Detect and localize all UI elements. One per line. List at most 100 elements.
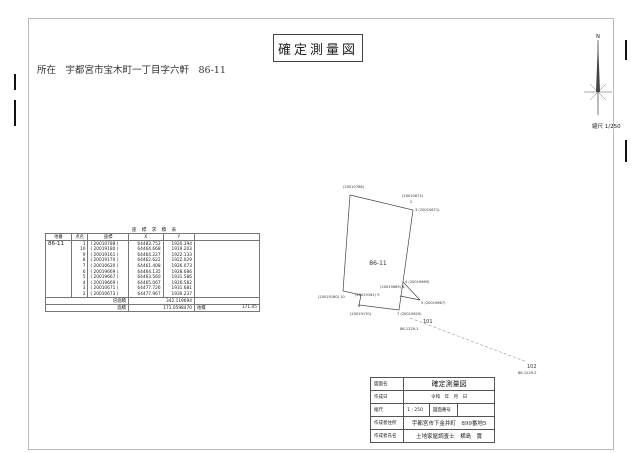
cell-y: 1920.394 (162, 240, 196, 247)
cell-id: ( 20019667 ) (87, 274, 129, 281)
header-coordinate: 座標 (87, 233, 129, 241)
title-block-row: 作成日令和 年 月 日 (369, 390, 495, 404)
cell-blank (194, 280, 260, 287)
title-block-row: 図面名確定測量図 (369, 377, 495, 391)
tb-blank (457, 403, 495, 417)
cell-id: ( 20010673 ) (87, 291, 129, 298)
cell-y: 1919.203 (162, 247, 196, 253)
cell-y: 1928.686 (162, 269, 196, 275)
area-value: 171.0598470 (127, 304, 196, 313)
cell-y: 1931.586 (162, 274, 196, 281)
table-header-row: 地番 点名 座標 X Y (45, 233, 260, 241)
point-label: (20010788) (343, 185, 365, 189)
land-area-cell: 地積 171.05 (194, 304, 260, 313)
boundary-line (402, 281, 421, 301)
reference-line (409, 317, 528, 363)
cell-blank (194, 258, 260, 264)
parcel-boundary (342, 194, 414, 311)
cell-parcel (45, 269, 72, 275)
cell-parcel (45, 263, 72, 270)
cell-id: ( 20019669 ) (87, 280, 129, 287)
cell-id: ( 20010671 ) (87, 286, 129, 292)
tb-value: 1 : 250 (403, 403, 430, 417)
title-block-row: 作成者住所宇都宮市下金井町 899番地5 (369, 416, 495, 430)
point-label: 2 (410, 200, 412, 204)
header-parcel: 地番 (45, 233, 72, 241)
point-label: (20019180) 10 (318, 295, 346, 299)
cell-blank (194, 263, 260, 270)
binding-mark (14, 100, 16, 126)
point-label: 102 (527, 364, 537, 370)
point-label: (20019161) 9 (355, 293, 380, 297)
cell-blank (194, 240, 260, 247)
cell-parcel (45, 247, 72, 253)
cell-y: 1926.073 (162, 263, 196, 270)
point-label: 86-1229-2 (518, 371, 537, 375)
cell-id: ( 20019170 ) (87, 258, 129, 264)
point-label: 3 (20010671) (415, 208, 440, 212)
tb-label: 図面名 (369, 377, 405, 391)
land-area-label: 地積 (197, 306, 206, 312)
point-label: (20010673) (402, 194, 424, 198)
boundary-line (399, 295, 421, 301)
binding-mark (625, 40, 627, 60)
binding-mark (14, 74, 16, 90)
tb-label: 作成者氏名 (369, 429, 405, 443)
point-label: (20019669) 6 (380, 285, 405, 289)
cell-y: 1922.133 (162, 252, 196, 259)
cell-y: 1931.681 (162, 286, 196, 292)
cell-y: 1922.029 (162, 258, 196, 264)
cell-blank (194, 269, 260, 275)
cell-y: 1930.237 (162, 291, 196, 298)
title-block-row: 作成者氏名土地家屋調査士 横島 實 (369, 429, 495, 443)
north-arrow-icon: N (584, 34, 612, 115)
cell-y: 1926.582 (162, 280, 196, 287)
cell-parcel (45, 291, 72, 298)
cell-parcel (45, 274, 72, 281)
cell-id: ( 20010620 ) (87, 263, 129, 270)
binding-mark (625, 140, 627, 162)
cell-blank (194, 252, 260, 259)
cell-parcel (45, 258, 72, 264)
location-text: 所在 宇都宮市宝木町一丁目字六軒 86-11 (37, 65, 226, 76)
north-label: N (596, 34, 600, 40)
cell-blank (194, 247, 260, 253)
point-label: 86-1229-1 (400, 327, 419, 331)
cell-id: ( 20019161 ) (87, 252, 129, 259)
cell-blank (194, 291, 260, 298)
tb-value: 宇都宮市下金井町 899番地5 (403, 416, 495, 430)
cell-id: ( 20019669 ) (87, 269, 129, 275)
cell-blank (194, 286, 260, 292)
tb-value: 令和 年 月 日 (403, 390, 495, 404)
point-label: (20019170) (350, 312, 372, 316)
cell-parcel (45, 286, 72, 292)
land-area-value: 171.05 (241, 305, 257, 311)
drawing-frame (28, 18, 614, 450)
point-label: 8 (358, 304, 361, 308)
header-y: Y (162, 233, 196, 241)
cell-id: ( 20019180 ) (87, 247, 129, 253)
tb-label: 図面番号 (428, 403, 459, 417)
scale-label: 縮尺 1/250 (592, 124, 621, 130)
point-label: 7 (20010620) (397, 312, 422, 316)
point-label: 4 (20019669) (405, 280, 430, 284)
parcel-label: 86-11 (369, 260, 387, 267)
point-label: 5 (20019667) (421, 301, 446, 305)
table-caption: 座 標 求 積 表 (131, 228, 179, 233)
document-title: 確定測量図 (273, 34, 363, 62)
tb-value: 確定測量図 (403, 377, 495, 391)
cell-parcel (45, 252, 72, 259)
